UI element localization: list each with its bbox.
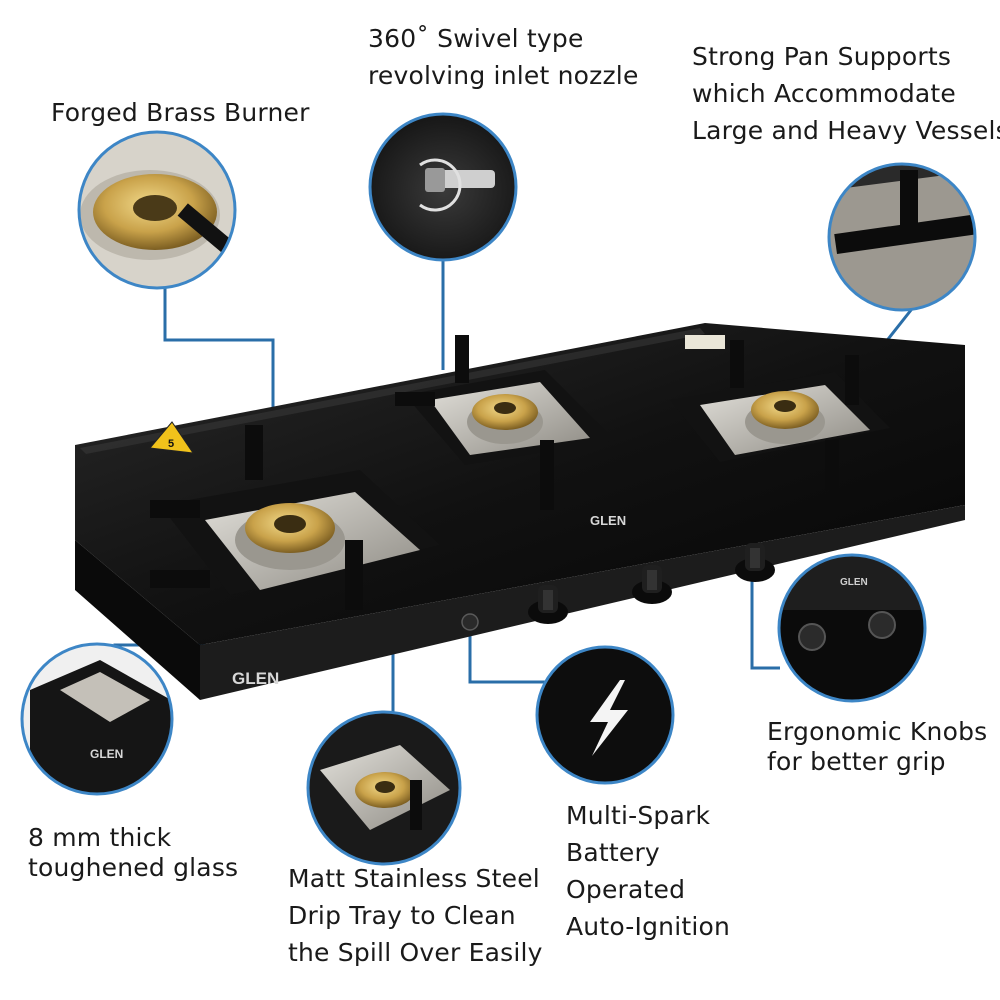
glass-front-edge: [75, 540, 200, 700]
knobs-label-line-2: for better grip: [767, 747, 946, 776]
lightning-bolt-icon: [590, 680, 628, 756]
burner-label: Forged Brass Burner: [51, 94, 310, 131]
drip-tray-label-line-2: Drip Tray to Clean: [288, 901, 516, 930]
drip-tray-label-line-3: the Spill Over Easily: [288, 938, 543, 967]
nozzle-zoom-circle: [368, 112, 518, 262]
burner-middle: [395, 335, 615, 510]
glass-side-edge: [200, 505, 965, 700]
knob-3[interactable]: [735, 543, 775, 582]
glass-zoom-brand: GLEN: [90, 747, 123, 761]
burner-zoom-circle: [77, 130, 237, 290]
info-sticker: [685, 335, 725, 349]
knob-zoom-brand: GLEN: [840, 577, 868, 588]
pan-supports-label-line-2: which Accommodate: [692, 79, 956, 108]
knobs-label-line-1: Ergonomic Knobs: [767, 717, 988, 746]
glass-zoom-circle: GLEN: [20, 642, 174, 796]
knob-1[interactable]: [528, 585, 568, 624]
nozzle-label-line-1: 360˚ Swivel type: [368, 24, 584, 53]
knob-2[interactable]: [632, 565, 672, 604]
nozzle-label-line-2: revolving inlet nozzle: [368, 61, 639, 90]
glass-label: 8 mm thick toughened glass: [28, 823, 238, 883]
pan-supports-label: Strong Pan Supports which Accommodate La…: [692, 38, 1000, 149]
ignition-label-line-3: Operated: [566, 875, 686, 904]
burner-label-line-1: Forged Brass Burner: [51, 98, 310, 127]
warranty-badge-number: 5: [168, 438, 174, 450]
spark-icon-circle: [535, 645, 675, 785]
drip-tray-label-line-1: Matt Stainless Steel: [288, 864, 540, 893]
drip-tray-zoom-circle: [306, 710, 462, 866]
brand-logo-front: GLEN: [232, 669, 279, 688]
brand-logo-top: GLEN: [590, 513, 626, 528]
glass-label-line-2: toughened glass: [28, 853, 239, 882]
knobs-zoom-circle: GLEN: [777, 553, 927, 703]
nozzle-label: 360˚ Swivel type revolving inlet nozzle: [368, 20, 639, 94]
ignition-label: Multi-Spark Battery Operated Auto-Igniti…: [566, 797, 730, 945]
ignition-callout-line: [468, 625, 555, 684]
ignition-label-line-4: Auto-Ignition: [566, 912, 731, 941]
cooktop: 5: [75, 323, 965, 700]
glass-label-line-1: 8 mm thick: [28, 823, 172, 852]
knob-callout-line: [750, 565, 780, 670]
drip-tray-label: Matt Stainless Steel Drip Tray to Clean …: [288, 860, 543, 971]
pan-supports-label-line-3: Large and Heavy Vessels: [692, 116, 1000, 145]
pan-support-zoom-circle: [827, 162, 977, 312]
ignition-label-line-2: Battery: [566, 838, 660, 867]
pan-supports-label-line-1: Strong Pan Supports: [692, 42, 952, 71]
warranty-badge: [149, 421, 195, 454]
burner-left: [150, 425, 440, 610]
rotation-arrow-icon: [419, 158, 462, 212]
burner-right: [670, 340, 890, 490]
knobs-label: Ergonomic Knobs for better grip: [767, 717, 987, 777]
ignition-label-line-1: Multi-Spark: [566, 801, 711, 830]
ignition-button[interactable]: [461, 613, 479, 631]
